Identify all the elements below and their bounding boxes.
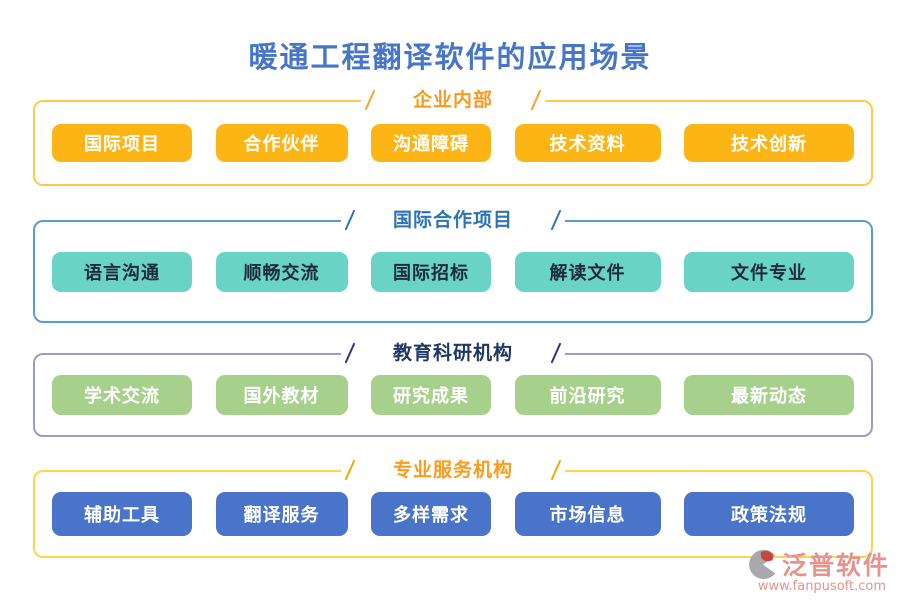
section-header: 国际合作项目: [35, 206, 871, 234]
slash-decoration: [530, 89, 542, 111]
section-title: 专业服务机构: [392, 459, 513, 481]
scenario-pill: 前沿研究: [514, 375, 661, 415]
scenario-pill: 学术交流: [52, 375, 192, 415]
scenario-pill-row: 学术交流国外教材研究成果前沿研究最新动态: [35, 375, 871, 415]
scenario-pill: 国际招标: [371, 251, 491, 292]
scenario-pill: 语言沟通: [52, 251, 192, 292]
section-title: 企业内部: [412, 89, 493, 111]
section-header: 专业服务机构: [35, 456, 871, 484]
scenario-pill: 技术资料: [514, 124, 661, 162]
slash-decoration: [344, 459, 356, 481]
scenario-pill: 市场信息: [514, 492, 661, 536]
scenario-pill-row: 辅助工具翻译服务多样需求市场信息政策法规: [35, 492, 871, 536]
section-3: 专业服务机构 辅助工具翻译服务多样需求市场信息政策法规: [33, 456, 873, 558]
scenario-pill: 政策法规: [684, 492, 854, 536]
scenario-pill: 文件专业: [684, 251, 854, 292]
slash-decoration: [344, 342, 356, 364]
slash-decoration: [550, 209, 562, 231]
brand-watermark: 泛普软件 www.fanpusoft.com: [747, 546, 890, 594]
section-title: 国际合作项目: [392, 209, 513, 231]
scenario-pill: 国际项目: [52, 124, 192, 162]
slash-decoration: [550, 459, 562, 481]
fanpu-logo-icon: [747, 548, 779, 580]
brand-url: www.fanpusoft.com: [757, 579, 886, 594]
scenario-pill-row: 语言沟通顺畅交流国际招标解读文件文件专业: [35, 251, 871, 292]
scenario-pill: 沟通障碍: [371, 124, 491, 162]
scenario-pill: 技术创新: [684, 124, 854, 162]
slash-decoration: [550, 342, 562, 364]
scenario-pill: 最新动态: [684, 375, 854, 415]
section-header: 教育科研机构: [35, 339, 871, 367]
page-title: 暖通工程翻译软件的应用场景: [248, 40, 652, 74]
scenario-pill: 合作伙伴: [215, 124, 348, 162]
scenario-pill: 翻译服务: [215, 492, 348, 536]
section-1: 国际合作项目 语言沟通顺畅交流国际招标解读文件文件专业: [33, 206, 873, 323]
scenario-pill: 辅助工具: [52, 492, 192, 536]
section-title: 教育科研机构: [392, 342, 513, 364]
scenario-pill: 解读文件: [514, 251, 661, 292]
scenario-pill: 多样需求: [371, 492, 491, 536]
scenario-pill: 顺畅交流: [215, 251, 348, 292]
scenario-pill-row: 国际项目合作伙伴沟通障碍技术资料技术创新: [35, 124, 871, 162]
slash-decoration: [344, 209, 356, 231]
section-2: 教育科研机构 学术交流国外教材研究成果前沿研究最新动态: [33, 339, 873, 437]
scenario-pill: 研究成果: [371, 375, 491, 415]
section-header: 企业内部: [35, 86, 871, 114]
brand-name: 泛普软件: [781, 551, 890, 580]
slash-decoration: [364, 89, 376, 111]
scenario-pill: 国外教材: [215, 375, 348, 415]
section-0: 企业内部 国际项目合作伙伴沟通障碍技术资料技术创新: [33, 86, 873, 186]
